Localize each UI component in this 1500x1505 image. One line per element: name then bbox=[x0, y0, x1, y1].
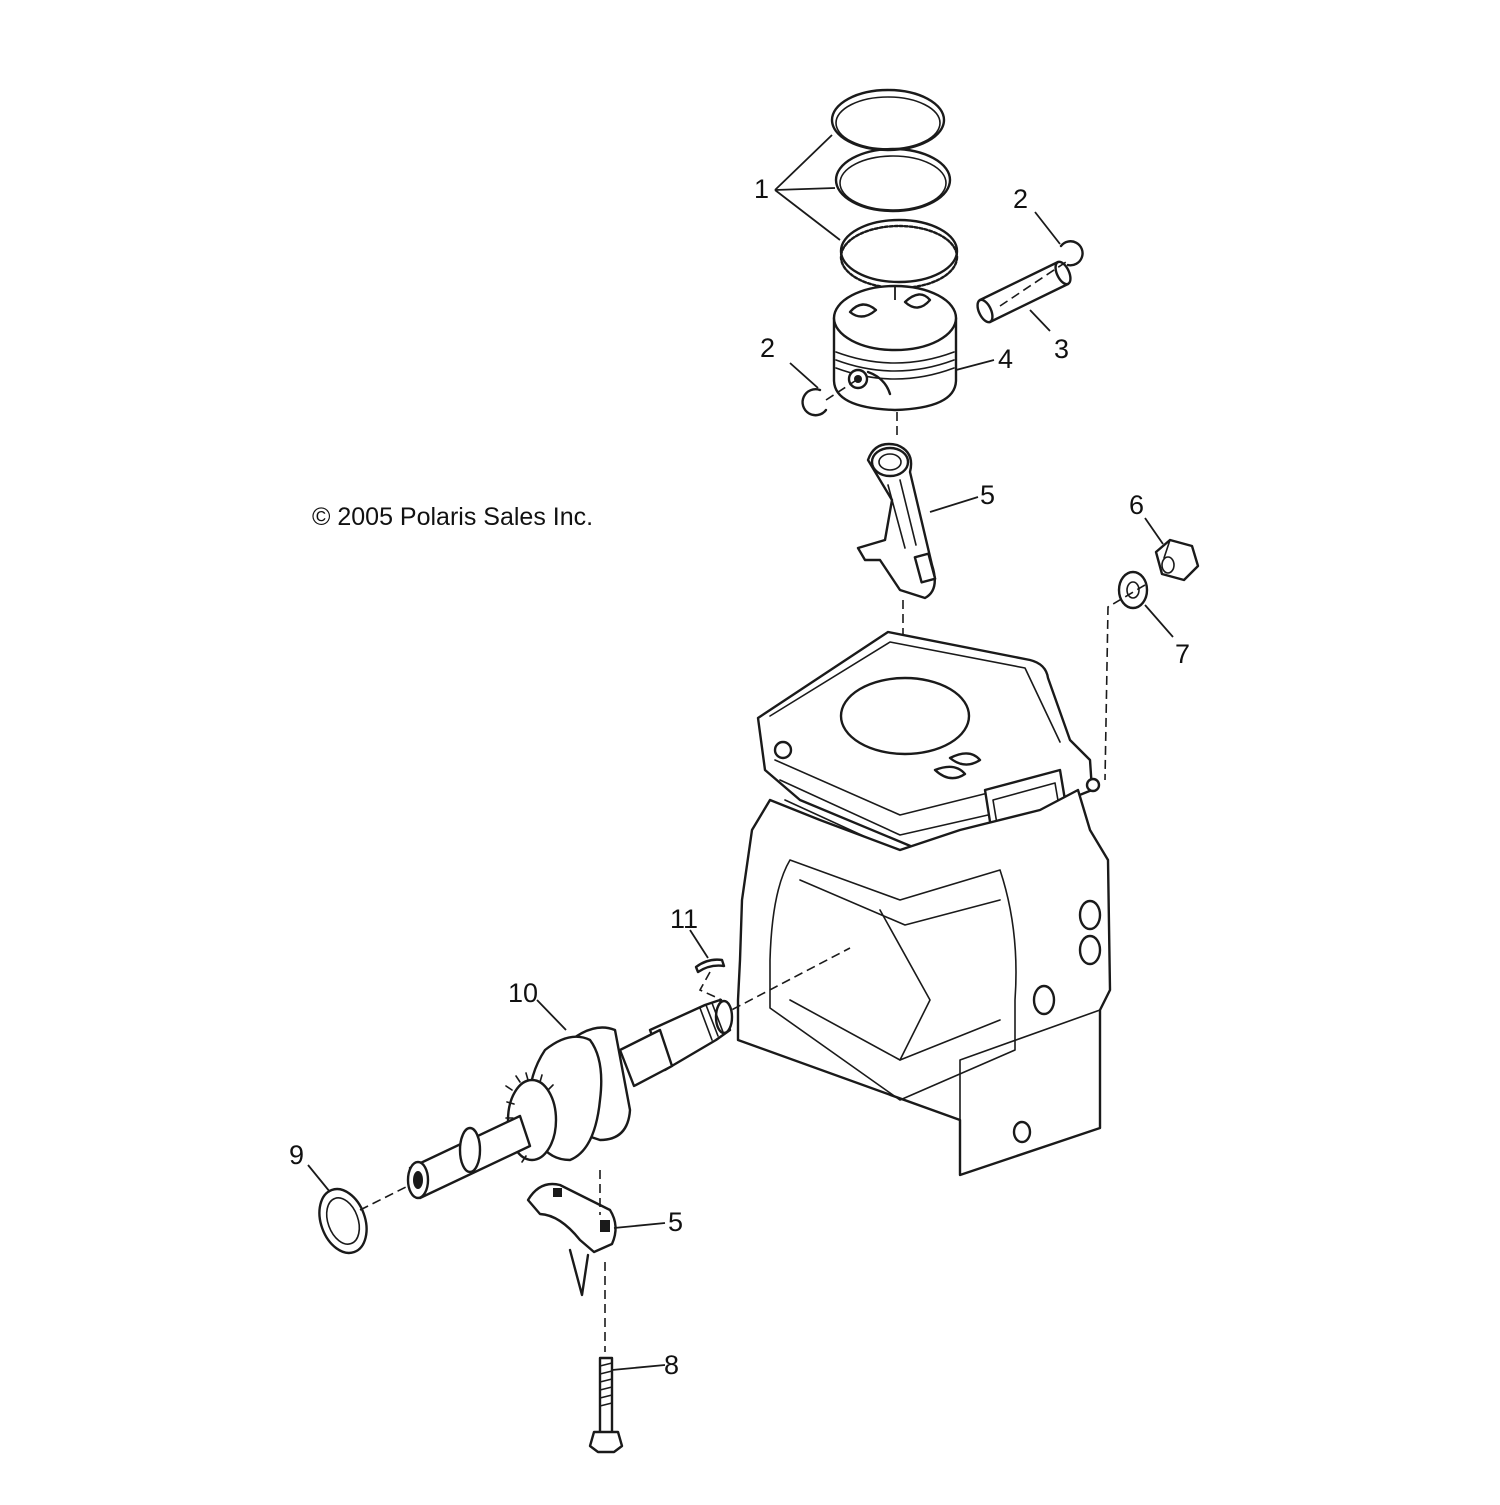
callout-2-label: 2 bbox=[760, 333, 776, 363]
oil-seal bbox=[318, 1187, 368, 1255]
circlip-right bbox=[1059, 240, 1084, 267]
callout-6-label: 6 bbox=[1129, 490, 1145, 520]
callout-9-label: 9 bbox=[289, 1140, 305, 1170]
leader-lines bbox=[307, 134, 1174, 1371]
crankshaft bbox=[406, 998, 734, 1200]
circlip-left bbox=[801, 388, 828, 417]
crankcase-block bbox=[736, 630, 1112, 1177]
callout-2-label: 2 bbox=[1013, 184, 1029, 214]
callout-8-label: 8 bbox=[664, 1350, 680, 1380]
callout-11-label: 11 bbox=[670, 904, 699, 934]
piston bbox=[832, 284, 958, 412]
rod-bolt bbox=[588, 1356, 624, 1454]
callout-1-label: 1 bbox=[754, 174, 770, 204]
connecting-rod bbox=[856, 412, 937, 600]
copyright-text: © 2005 Polaris Sales Inc. bbox=[312, 503, 594, 531]
woodruff-key bbox=[694, 958, 726, 974]
callout-4-label: 4 bbox=[998, 344, 1014, 374]
callout-3-label: 3 bbox=[1054, 334, 1070, 364]
callout-7-label: 7 bbox=[1175, 639, 1191, 669]
callout-5-label: 5 bbox=[980, 480, 996, 510]
washer bbox=[1117, 570, 1149, 610]
callout-10-label: 10 bbox=[508, 978, 539, 1008]
piston-pin bbox=[976, 260, 1072, 324]
nut bbox=[1154, 538, 1200, 582]
piston-rings bbox=[830, 88, 959, 290]
connecting-rod-cap bbox=[526, 1182, 617, 1297]
callout-5-label: 5 bbox=[668, 1207, 684, 1237]
